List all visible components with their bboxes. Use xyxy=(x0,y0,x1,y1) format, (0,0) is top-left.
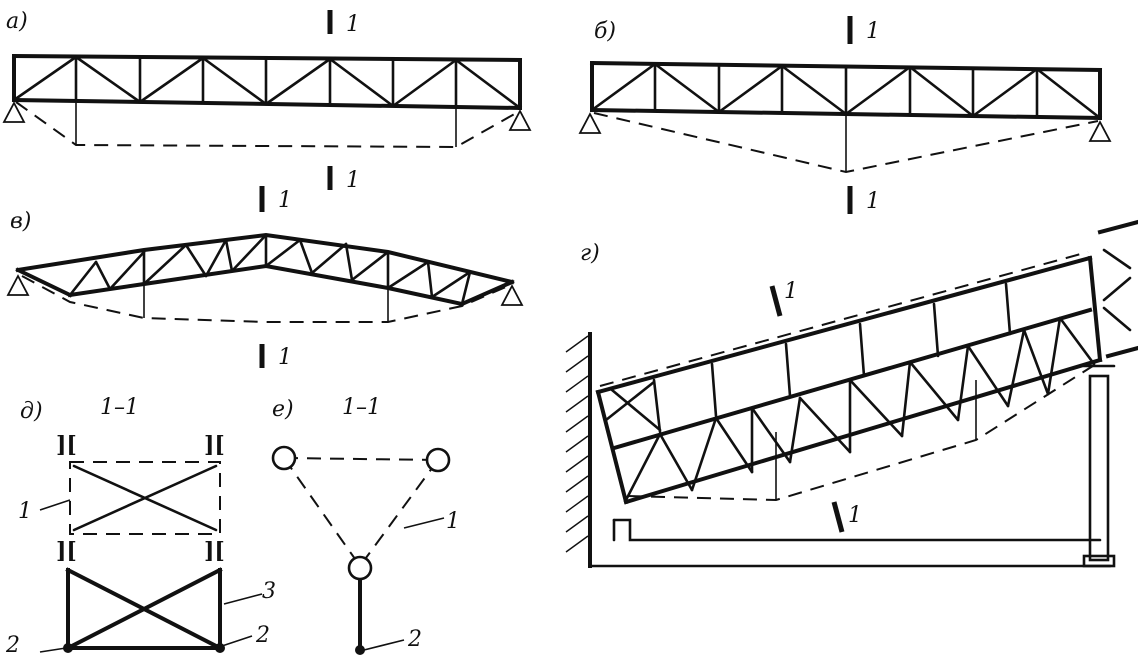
svg-text:][: ][ xyxy=(204,538,225,564)
panel-a-section-mark-bottom: 1 xyxy=(346,168,360,193)
panel-d-callout-2-left: 2 xyxy=(5,633,20,658)
panel-d-section-rectangular: д) 1–1 ][ ][ ][ ][ 1 3 2 2 xyxy=(5,395,276,658)
panel-d-callout-3: 3 xyxy=(262,579,276,604)
panel-d-section-title: 1–1 xyxy=(100,395,139,420)
panel-v-label: в) xyxy=(10,209,31,234)
svg-text:][: ][ xyxy=(56,432,77,458)
svg-text:][: ][ xyxy=(204,432,225,458)
panel-v-section-mark-top: 1 xyxy=(278,188,292,213)
panel-b-section-mark-bottom: 1 xyxy=(866,189,880,214)
panel-e-label: е) xyxy=(272,397,294,422)
panel-d-callout-1: 1 xyxy=(18,499,32,524)
panel-a-section-mark-top: 1 xyxy=(346,12,360,37)
panel-e-callout-2: 2 xyxy=(407,627,422,652)
panel-g-section-mark-top: 1 xyxy=(784,279,798,304)
panel-g-section-mark-bottom: 1 xyxy=(848,503,862,528)
panel-e-section-triangular: е) 1–1 1 2 xyxy=(271,395,460,655)
panel-e-section-title: 1–1 xyxy=(342,395,381,420)
panel-a-straight-truss-polygonal-strut: а) 1 1 xyxy=(2,9,532,193)
panel-g-inclined-truss-strut: г) xyxy=(565,219,1138,568)
panel-b-label: б) xyxy=(594,19,616,44)
panel-g-label: г) xyxy=(580,241,600,266)
panel-a-label: а) xyxy=(6,9,28,34)
panel-v-section-mark-bottom: 1 xyxy=(278,345,292,370)
panel-b-straight-truss-triangular-strut: б) 1 1 xyxy=(578,16,1112,214)
panel-v-arched-truss-strut: в) 1 1 xyxy=(6,186,524,370)
svg-text:][: ][ xyxy=(56,538,77,564)
panel-d-label: д) xyxy=(20,399,43,424)
panel-d-callout-2-right: 2 xyxy=(255,623,270,648)
panel-b-section-mark-top: 1 xyxy=(866,19,880,44)
panel-e-callout-1: 1 xyxy=(446,509,460,534)
